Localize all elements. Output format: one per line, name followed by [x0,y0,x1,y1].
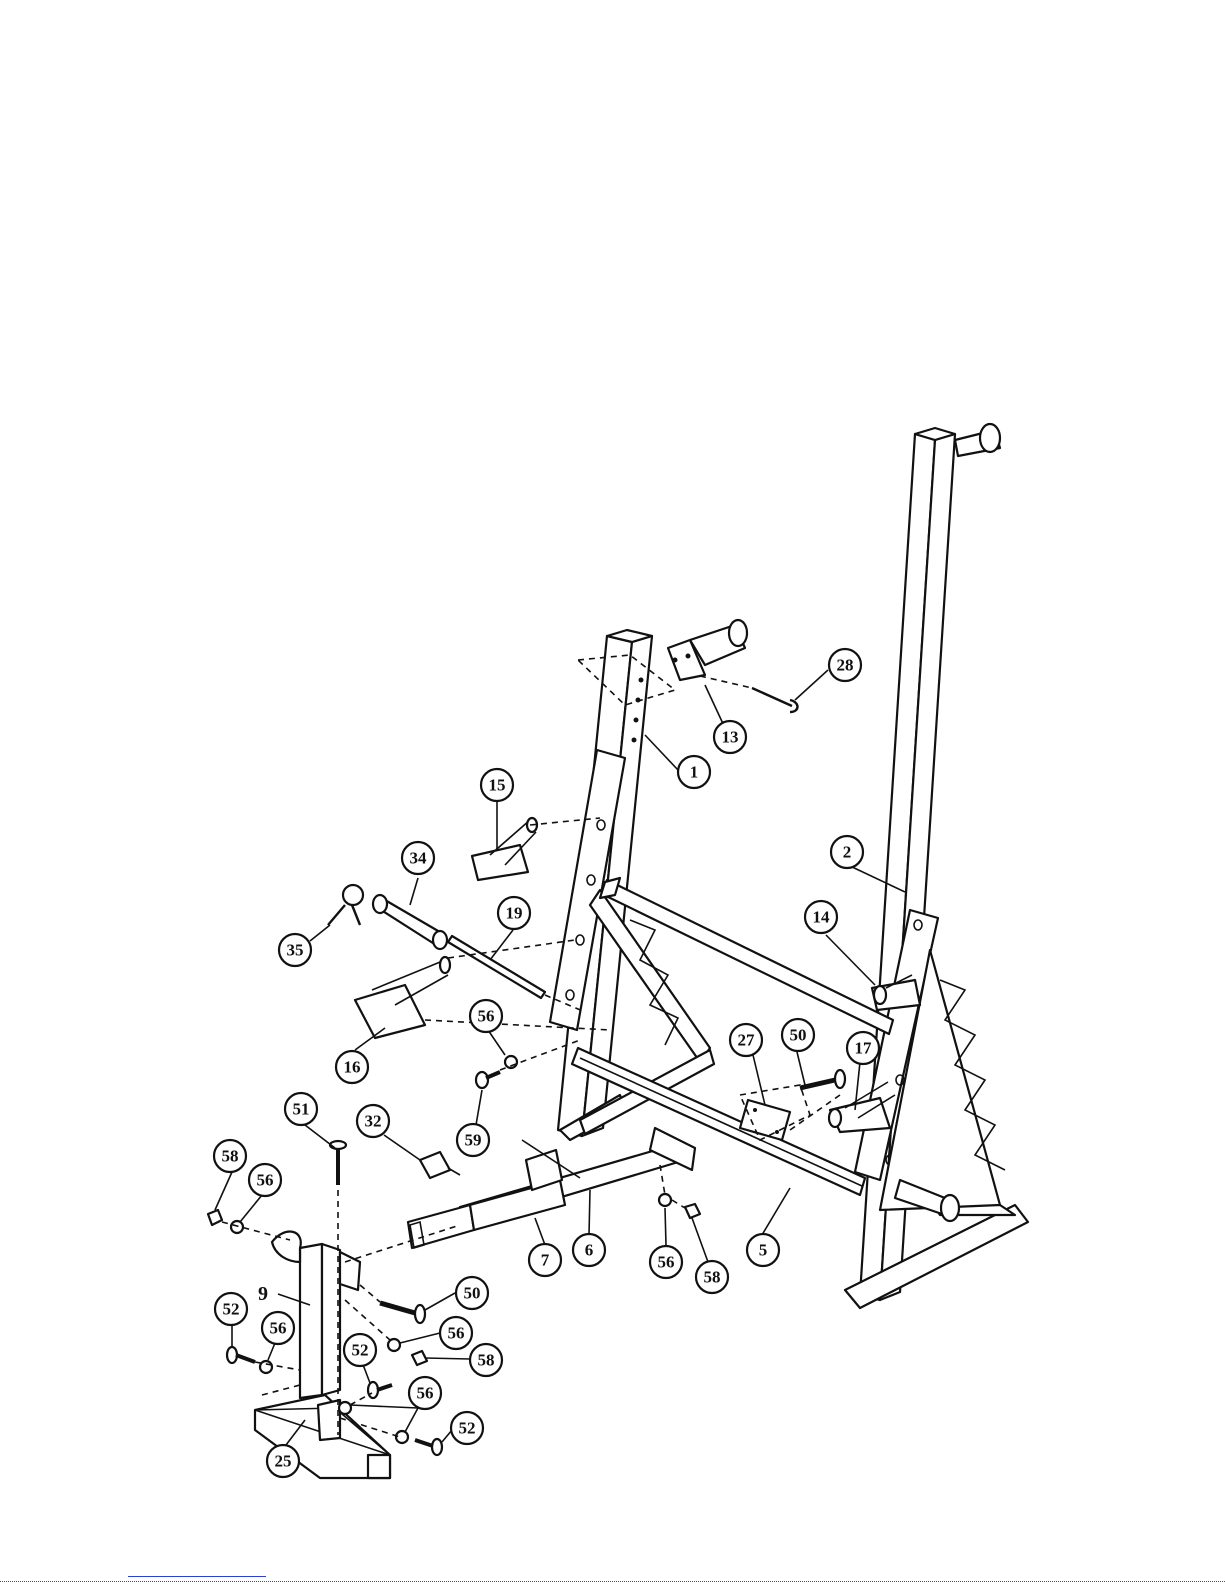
svg-text:50: 50 [464,1284,481,1303]
callout-50-a: 50 [782,1019,814,1051]
callout-1: 1 [678,756,710,788]
svg-text:13: 13 [722,728,739,747]
svg-text:28: 28 [837,656,854,675]
bolt-59 [476,1072,500,1088]
callout-51: 51 [285,1093,317,1125]
svg-text:17: 17 [855,1039,873,1058]
svg-text:52: 52 [459,1419,476,1438]
bolt-50-rear [800,1070,845,1088]
footer-link-underline[interactable] [128,1576,266,1577]
hook-16 [355,957,450,1038]
bolt-51 [330,1141,346,1185]
callout-56-e: 56 [440,1317,472,1349]
bolt-52-left [227,1347,255,1363]
callout-6: 6 [573,1234,605,1266]
callout-7: 7 [529,1244,561,1276]
svg-text:32: 32 [365,1112,382,1131]
svg-text:19: 19 [506,904,523,923]
callout-27: 27 [730,1024,762,1056]
svg-text:2: 2 [843,843,852,862]
hook-15 [472,818,537,880]
callout-5: 5 [747,1234,779,1266]
svg-text:35: 35 [287,941,304,960]
callout-52-a: 52 [215,1293,247,1325]
callout-13: 13 [714,721,746,753]
part-label-9: 9 [258,1283,268,1305]
callout-50-b: 50 [456,1277,488,1309]
callout-56-a: 56 [470,1000,502,1032]
svg-text:52: 52 [223,1300,240,1319]
callout-59: 59 [457,1124,489,1156]
svg-text:14: 14 [813,908,831,927]
callout-28: 28 [829,649,861,681]
svg-text:56: 56 [448,1324,465,1343]
svg-text:1: 1 [690,763,699,782]
bracket-13 [668,620,747,680]
svg-text:58: 58 [704,1268,721,1287]
callout-17: 17 [847,1032,879,1064]
svg-text:58: 58 [222,1147,239,1166]
svg-text:5: 5 [759,1241,768,1260]
svg-text:16: 16 [344,1058,361,1077]
callout-16: 16 [336,1051,368,1083]
callout-2: 2 [831,836,863,868]
callout-34: 34 [402,842,434,874]
callout-15: 15 [481,769,513,801]
callout-52-c: 52 [451,1412,483,1444]
svg-text:56: 56 [270,1319,287,1338]
bolt-50-front [380,1303,425,1323]
svg-text:27: 27 [738,1031,756,1050]
svg-text:56: 56 [478,1007,495,1026]
callout-35: 35 [279,934,311,966]
callout-25: 25 [267,1445,299,1477]
callout-19: 19 [498,897,530,929]
svg-text:34: 34 [410,849,428,868]
callout-32: 32 [357,1105,389,1137]
callout-58-c: 58 [470,1344,502,1376]
svg-text:52: 52 [352,1341,369,1360]
callout-14: 14 [805,901,837,933]
svg-text:58: 58 [478,1351,495,1370]
svg-text:56: 56 [257,1171,274,1190]
callout-56-c: 56 [650,1246,682,1278]
svg-text:6: 6 [585,1241,594,1260]
svg-text:25: 25 [275,1452,292,1471]
callout-56-d: 56 [262,1312,294,1344]
bolt-52-mid [368,1382,392,1398]
callout-58-b: 58 [696,1261,728,1293]
callout-56-f: 56 [409,1377,441,1409]
svg-text:56: 56 [658,1253,675,1272]
bolt-52-low [415,1439,442,1455]
svg-text:51: 51 [293,1100,310,1119]
svg-text:56: 56 [417,1384,434,1403]
svg-text:59: 59 [465,1131,482,1150]
callout-56-b: 56 [249,1164,281,1196]
svg-text:15: 15 [489,776,506,795]
knob-32 [420,1152,460,1178]
page-bottom-rule [0,1581,1225,1582]
svg-text:7: 7 [541,1251,550,1270]
pin-28 [752,688,798,712]
callout-52-b: 52 [344,1334,376,1366]
clip-35 [328,885,363,925]
svg-text:50: 50 [790,1026,807,1045]
callout-58-a: 58 [214,1140,246,1172]
rod-19 [448,936,545,998]
